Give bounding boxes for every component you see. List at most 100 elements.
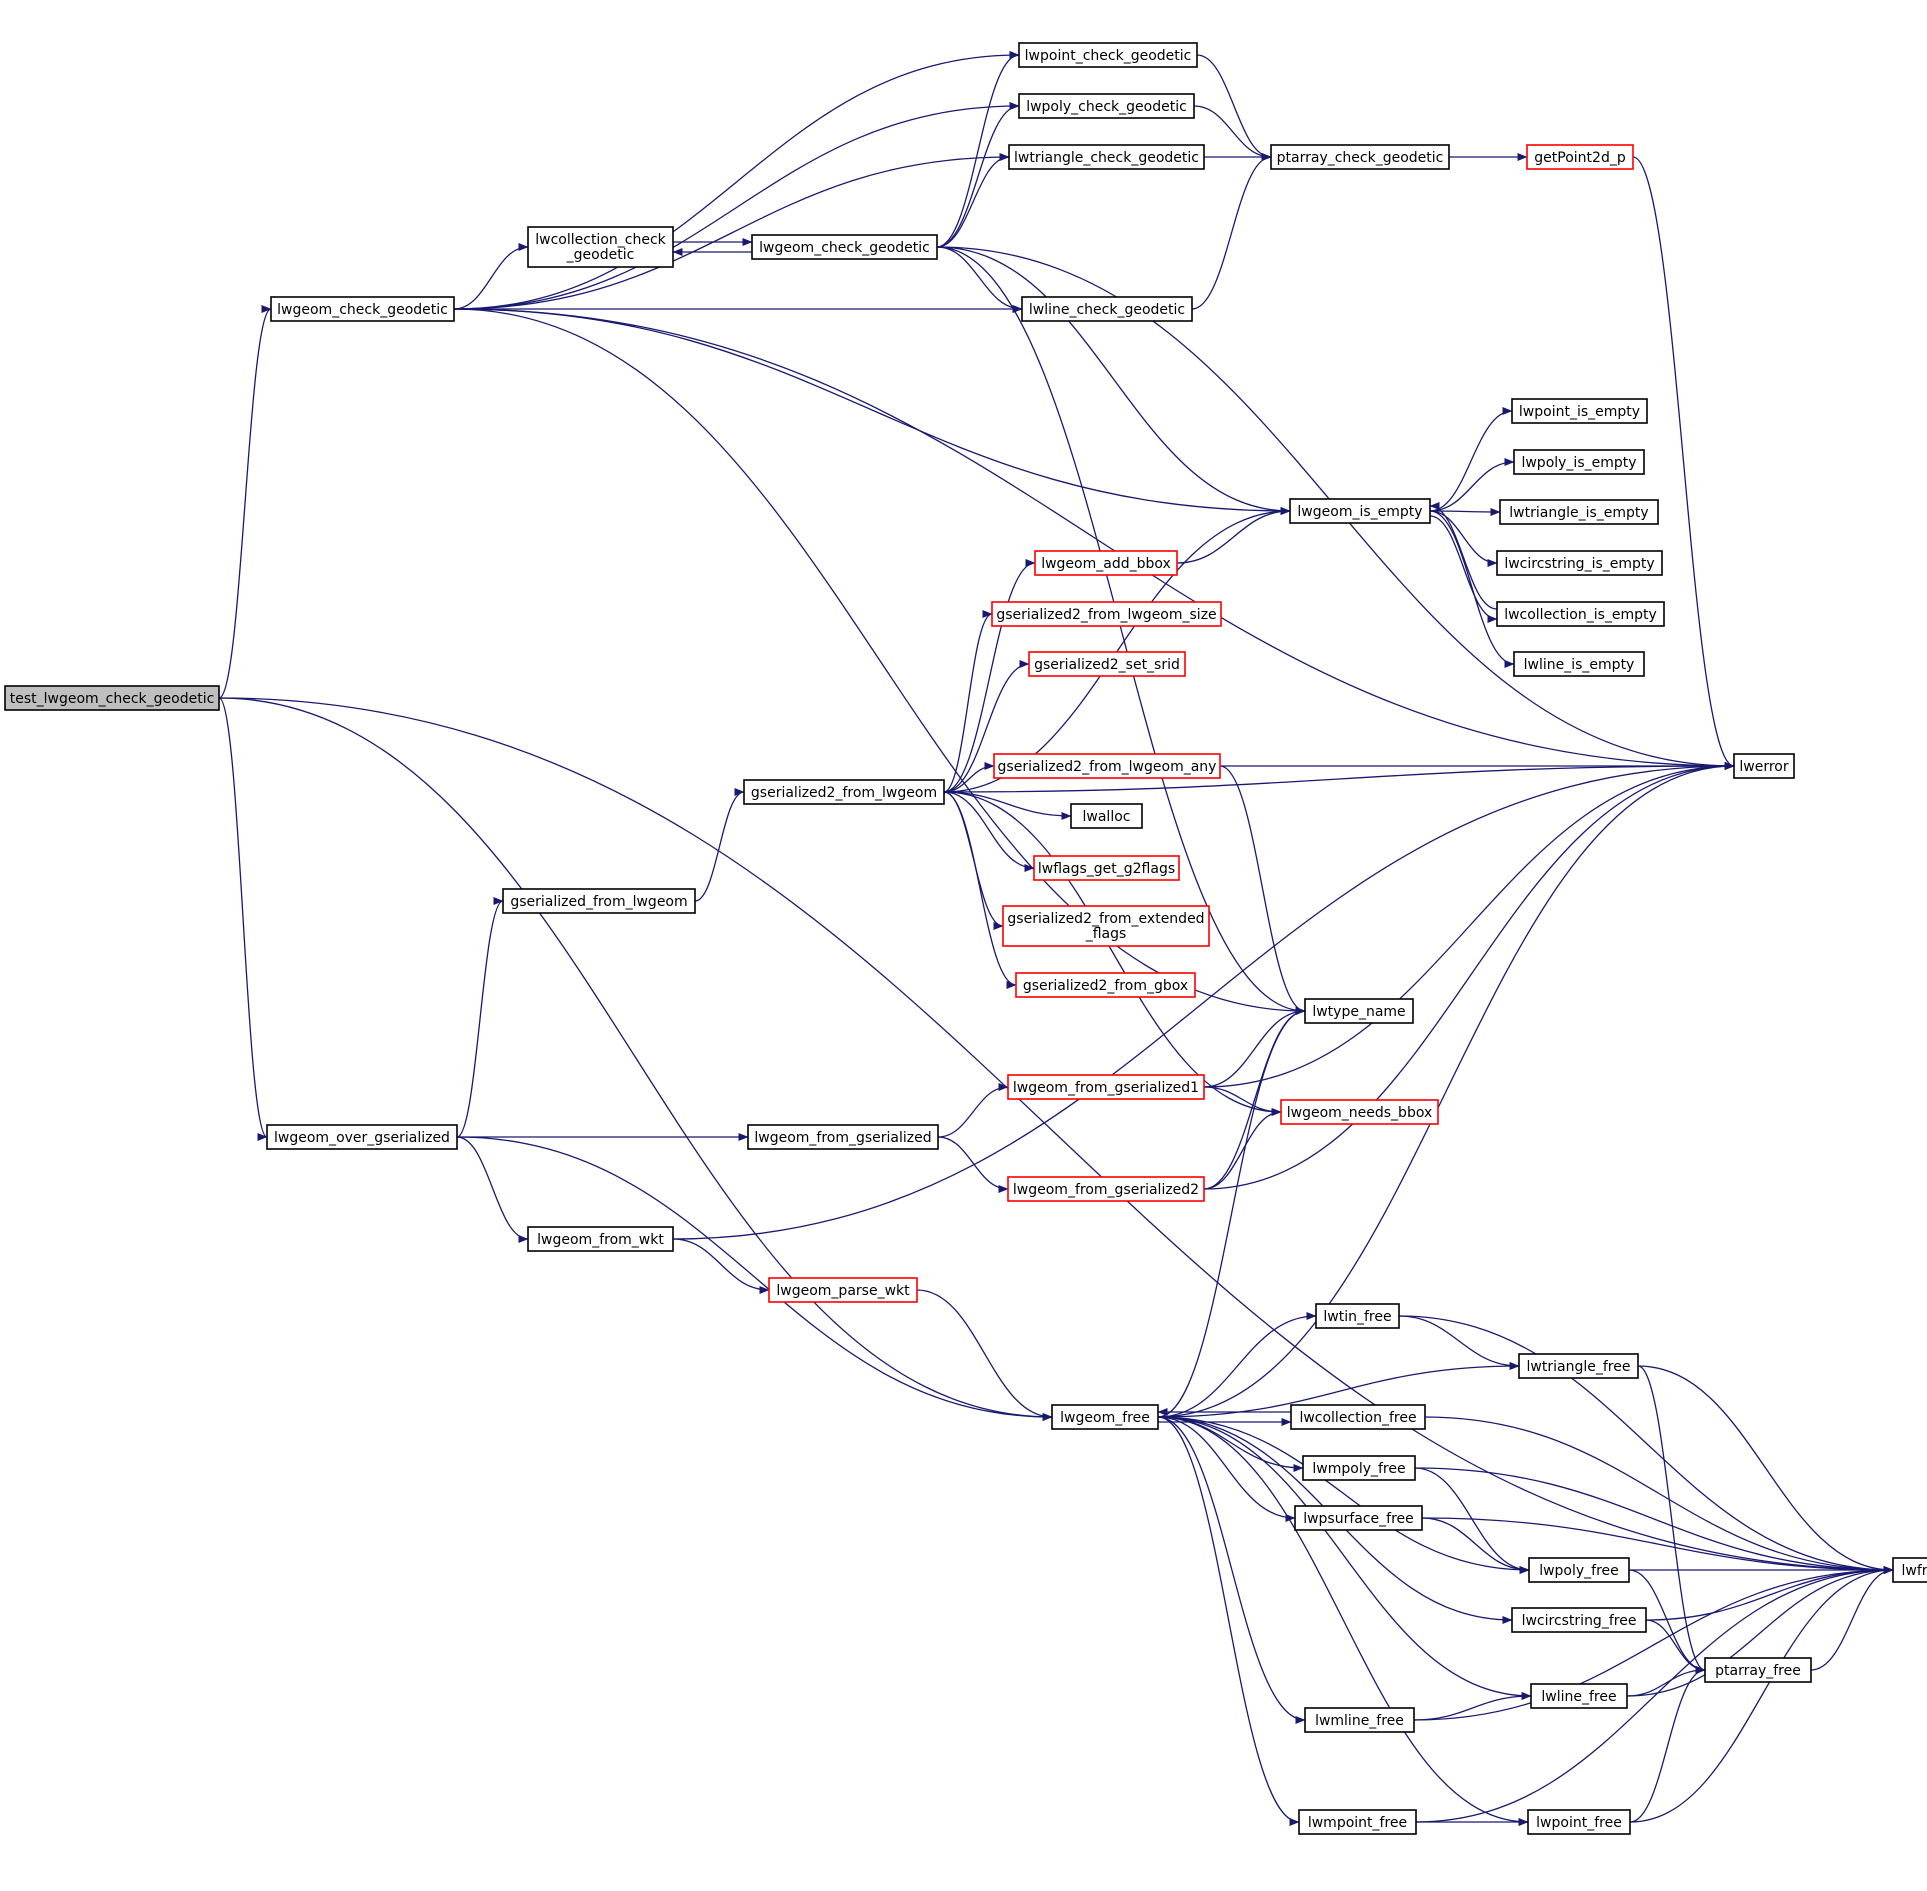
edge-arrow xyxy=(916,1289,1053,1421)
node-lwerror[interactable]: lwerror xyxy=(1733,753,1795,779)
edge-arrow xyxy=(1157,1416,1532,1700)
node-lwgeom-check-geodetic-b[interactable]: lwgeom_check_geodetic xyxy=(751,234,938,260)
edge-lwline_free-to-ptarray_free xyxy=(1626,1666,1706,1697)
node-box xyxy=(751,234,938,260)
edge-lwgeom_free-to-lwtype_name xyxy=(1157,1007,1306,1418)
edge-lwline_free-to-lwfree xyxy=(1626,1566,1894,1697)
node-lwtype-name[interactable]: lwtype_name xyxy=(1304,998,1414,1024)
node-label: lwtin_free xyxy=(1323,1309,1391,1325)
node-lwgeom-check-geodetic-a[interactable]: lwgeom_check_geodetic xyxy=(270,296,455,322)
node-lwcircstring-is-empty[interactable]: lwcircstring_is_empty xyxy=(1496,550,1663,576)
node-gserialized-from-lwgeom[interactable]: gserialized_from_lwgeom xyxy=(502,888,696,914)
node-lwflags-get-g2flags[interactable]: lwflags_get_g2flags xyxy=(1033,855,1180,881)
node-box xyxy=(1033,855,1180,881)
node-lwpoly-check-geodetic[interactable]: lwpoly_check_geodetic xyxy=(1018,93,1195,119)
node-lwgeom-is-empty[interactable]: lwgeom_is_empty xyxy=(1289,498,1431,524)
edge-arrow xyxy=(1157,1416,1296,1522)
node-lwcollection-free[interactable]: lwcollection_free xyxy=(1290,1404,1426,1430)
node-lwpoint-is-empty[interactable]: lwpoint_is_empty xyxy=(1511,398,1648,424)
node-lwgeom-from-wkt[interactable]: lwgeom_from_wkt xyxy=(527,1226,674,1252)
node-label: gserialized2_from_lwgeom_any xyxy=(998,759,1217,775)
edge-arrow xyxy=(943,610,993,793)
node-label: getPoint2d_p xyxy=(1534,150,1626,166)
node-lwline-check-geodetic[interactable]: lwline_check_geodetic xyxy=(1021,296,1193,322)
node-root[interactable]: test_lwgeom_check_geodetic xyxy=(4,685,220,711)
node-lwtin-free[interactable]: lwtin_free xyxy=(1315,1303,1400,1329)
edge-gserialized2_from_lwgeom_any-to-lwtype_name xyxy=(1219,765,1306,1015)
node-getPoint2d-p[interactable]: getPoint2d_p xyxy=(1526,144,1634,170)
node-gserialized2-from-lwgeom[interactable]: gserialized2_from_lwgeom xyxy=(743,779,945,805)
node-lwgeom-parse-wkt[interactable]: lwgeom_parse_wkt xyxy=(768,1277,918,1303)
node-lwgeom-add-bbox[interactable]: lwgeom_add_bbox xyxy=(1034,550,1178,576)
node-lwgeom-needs-bbox[interactable]: lwgeom_needs_bbox xyxy=(1280,1099,1439,1125)
edge-gserialized_from_lwgeom-to-gserialized2_from_lwgeom xyxy=(694,788,745,902)
node-box xyxy=(1499,499,1659,525)
edge-lwgeom_is_empty-to-lwline_is_empty xyxy=(1429,510,1515,668)
node-gserialized2-from-gbox[interactable]: gserialized2_from_gbox xyxy=(1015,972,1196,998)
node-box xyxy=(1511,1607,1647,1633)
node-label: lwpsurface_free xyxy=(1303,1511,1414,1527)
edge-arrow xyxy=(672,762,1735,1240)
node-lwtriangle-is-empty[interactable]: lwtriangle_is_empty xyxy=(1499,499,1659,525)
edge-arrow xyxy=(1421,1517,1894,1574)
edge-lwgeom_check_geodetic_b-to-lwtriangle_check_geodetic xyxy=(936,153,1010,248)
edge-arrow xyxy=(1626,1566,1894,1697)
node-lwmpoint-free[interactable]: lwmpoint_free xyxy=(1298,1809,1417,1835)
node-lwtriangle-check-geodetic[interactable]: lwtriangle_check_geodetic xyxy=(1008,144,1205,170)
node-ptarray-check-geodetic[interactable]: ptarray_check_geodetic xyxy=(1270,144,1450,170)
edge-arrow xyxy=(1429,458,1515,512)
edge-lwgeom_check_geodetic_b-to-lwgeom_is_empty xyxy=(936,246,1291,515)
edge-lwgeom_over_gserialized-to-gserialized_from_lwgeom xyxy=(456,897,504,1138)
node-lwmpoly-free[interactable]: lwmpoly_free xyxy=(1302,1455,1416,1481)
edge-arrow xyxy=(1157,1416,1306,1724)
node-lwgeom-from-gserialized[interactable]: lwgeom_from_gserialized xyxy=(747,1124,939,1150)
node-label: ptarray_check_geodetic xyxy=(1277,150,1444,166)
edge-arrow xyxy=(943,559,1036,793)
node-lwgeom-from-gserialized1[interactable]: lwgeom_from_gserialized1 xyxy=(1007,1074,1205,1100)
edge-arrow xyxy=(456,897,504,1138)
edge-lwcollection_free-to-lwfree xyxy=(1424,1416,1894,1574)
edge-gserialized2_from_lwgeom-to-gserialized2_set_srid xyxy=(943,660,1030,793)
node-box xyxy=(1518,1353,1639,1379)
edge-gserialized2_from_lwgeom-to-lwalloc xyxy=(943,791,1072,820)
edge-lwpoint_free-to-ptarray_free xyxy=(1629,1666,1706,1823)
edge-arrow xyxy=(1626,1666,1706,1697)
edge-arrow xyxy=(672,1238,770,1294)
node-lwpoint-check-geodetic[interactable]: lwpoint_check_geodetic xyxy=(1018,42,1198,68)
node-gserialized2-set-srid[interactable]: gserialized2_set_srid xyxy=(1028,651,1186,677)
node-label: lwpoly_free xyxy=(1539,1563,1619,1579)
node-lwpoly-is-empty[interactable]: lwpoly_is_empty xyxy=(1513,449,1645,475)
node-lwcollection-is-empty[interactable]: lwcollection_is_empty xyxy=(1496,601,1665,627)
node-lwfree[interactable]: lwfree xyxy=(1892,1557,1927,1583)
edge-arrow xyxy=(943,762,1735,793)
edge-lwtin_free-to-lwfree xyxy=(1398,1315,1894,1574)
node-lwcircstring-free[interactable]: lwcircstring_free xyxy=(1511,1607,1647,1633)
edge-gserialized2_from_lwgeom-to-gserialized2_from_lwgeom_size xyxy=(943,610,993,793)
node-gserialized2-from-lwgeom-size[interactable]: gserialized2_from_lwgeom_size xyxy=(991,601,1222,627)
node-box xyxy=(993,753,1221,779)
node-lwgeom-from-gserialized2[interactable]: lwgeom_from_gserialized2 xyxy=(1007,1176,1205,1202)
node-gserialized2-from-lwgeom-any[interactable]: gserialized2_from_lwgeom_any xyxy=(993,753,1221,779)
node-lwcollection-check-geodetic[interactable]: lwcollection_check_geodetic xyxy=(527,226,674,268)
node-lwpsurface-free[interactable]: lwpsurface_free xyxy=(1294,1505,1423,1531)
node-label: lwpoly_check_geodetic xyxy=(1026,99,1187,115)
node-label: lwalloc xyxy=(1083,809,1131,825)
node-lwpoint-free[interactable]: lwpoint_free xyxy=(1527,1809,1631,1835)
node-lwgeom-free[interactable]: lwgeom_free xyxy=(1051,1404,1159,1430)
node-lwalloc[interactable]: lwalloc xyxy=(1070,803,1143,829)
edge-gserialized2_from_lwgeom-to-lwgeom_needs_bbox xyxy=(943,791,1282,1116)
edge-arrow xyxy=(1429,515,1498,623)
node-lwline-free[interactable]: lwline_free xyxy=(1530,1683,1628,1709)
node-label: lwgeom_from_gserialized2 xyxy=(1013,1182,1199,1198)
edge-arrow xyxy=(936,102,1020,248)
node-lwline-is-empty[interactable]: lwline_is_empty xyxy=(1513,651,1645,677)
node-lwtriangle-free[interactable]: lwtriangle_free xyxy=(1518,1353,1639,1379)
node-gserialized2-from-extended-flags[interactable]: gserialized2_from_extended_flags xyxy=(1002,905,1210,947)
node-lwmline-free[interactable]: lwmline_free xyxy=(1304,1707,1415,1733)
node-box xyxy=(1015,972,1196,998)
node-lwgeom-over-gserialized[interactable]: lwgeom_over_gserialized xyxy=(266,1124,458,1150)
node-label: gserialized2_set_srid xyxy=(1034,657,1180,673)
node-ptarray-free[interactable]: ptarray_free xyxy=(1704,1657,1812,1683)
node-lwpoly-free[interactable]: lwpoly_free xyxy=(1528,1557,1630,1583)
edge-lwpsurface_free-to-lwfree xyxy=(1421,1517,1894,1574)
